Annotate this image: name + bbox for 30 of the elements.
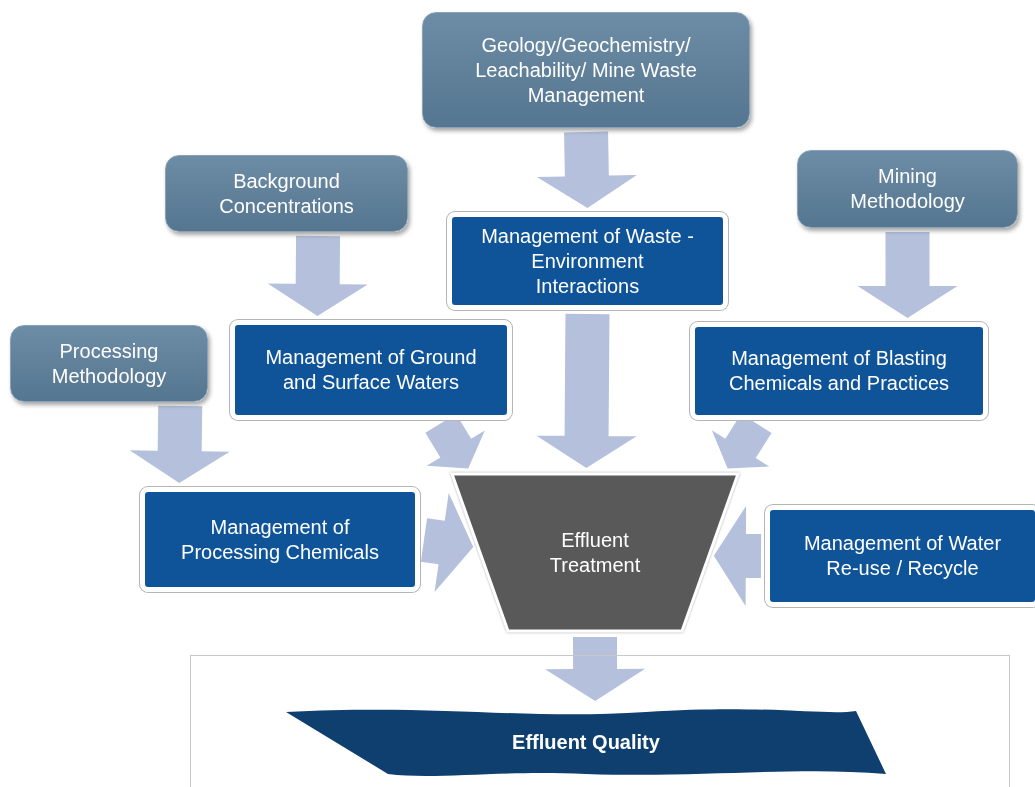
process-box bbox=[447, 212, 728, 310]
box-label: Management of Blasting Chemicals and Practices bbox=[727, 346, 951, 396]
input-box bbox=[10, 325, 208, 402]
box-label: Effluent Treatment bbox=[548, 527, 642, 578]
block-arrow bbox=[713, 505, 762, 606]
box-label: Mining Methodology bbox=[849, 164, 966, 214]
block-arrow bbox=[536, 131, 637, 208]
block-arrow bbox=[420, 493, 474, 593]
input-box bbox=[422, 12, 750, 128]
block-arrow bbox=[536, 313, 637, 468]
box-label: Geology/Geochemistry/ Leachability/ Mine Waste Management bbox=[474, 32, 698, 108]
box-label: Management of Ground and Surface Waters bbox=[264, 345, 478, 395]
box-label: Management of Water Re-use / Recycle bbox=[802, 531, 1003, 581]
input-box bbox=[797, 150, 1018, 228]
block-arrow bbox=[267, 235, 368, 316]
box-label: Management of Processing Chemicals bbox=[180, 514, 380, 565]
process-box bbox=[690, 322, 988, 420]
process-box bbox=[140, 487, 420, 592]
box-label: Background Concentrations bbox=[218, 168, 355, 219]
box-label: Effluent Quality bbox=[511, 729, 661, 755]
process-box bbox=[765, 505, 1035, 607]
output-banner bbox=[286, 706, 886, 778]
process-box bbox=[230, 320, 512, 420]
block-arrow bbox=[545, 636, 646, 701]
panel-box bbox=[190, 655, 1010, 787]
block-arrow bbox=[857, 232, 958, 318]
box-label: Management of Waste - Environment Interactions bbox=[480, 223, 695, 299]
block-arrow bbox=[129, 405, 230, 483]
input-box bbox=[165, 155, 408, 232]
box-label: Processing Methodology bbox=[50, 338, 168, 389]
